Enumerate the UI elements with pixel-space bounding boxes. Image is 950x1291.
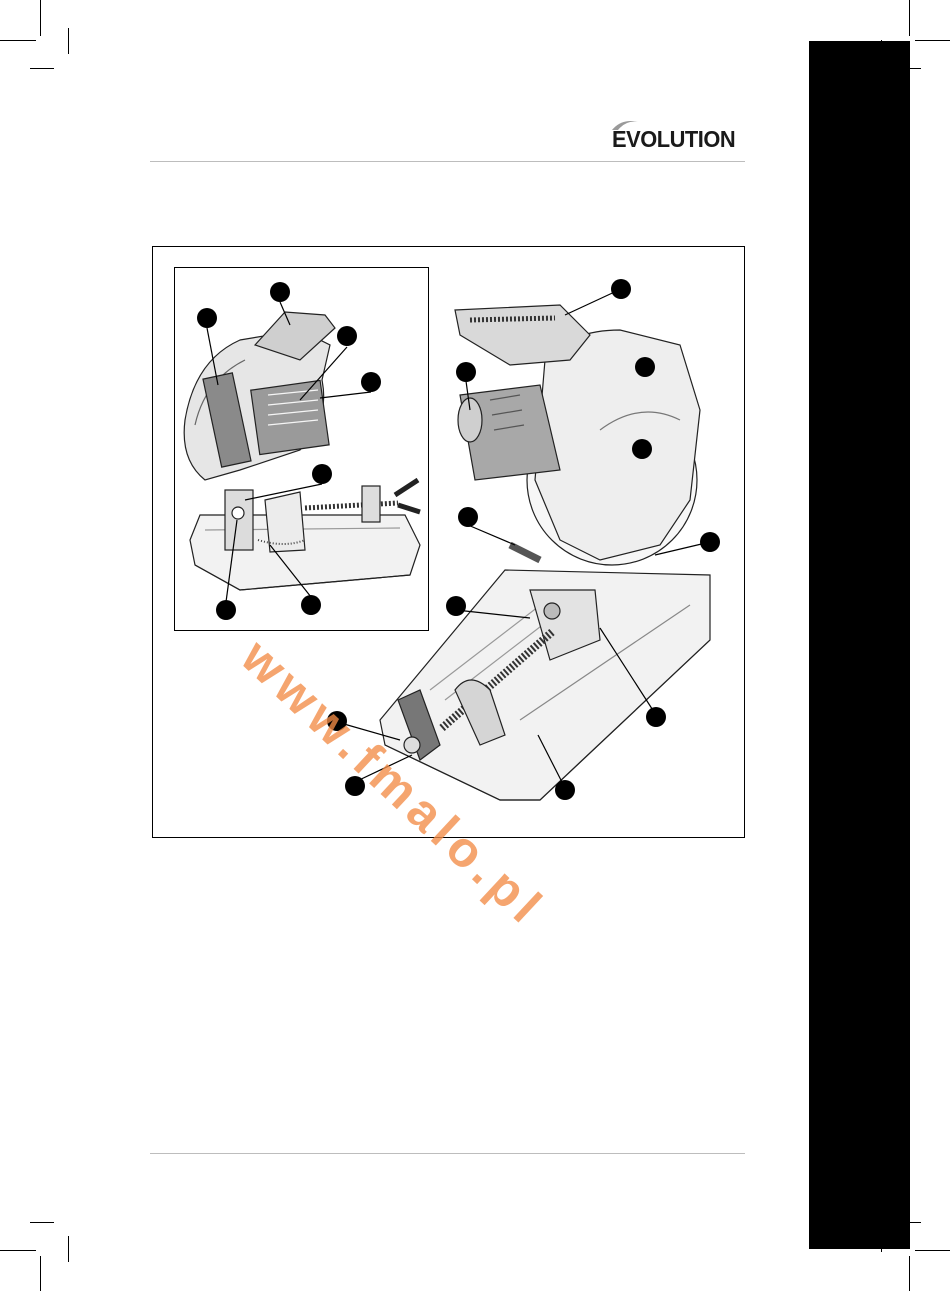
callout-marker [458,507,478,527]
callout-marker [361,372,381,392]
callout-marker [456,362,476,382]
callout-marker [216,600,236,620]
callout-marker [635,357,655,377]
inset-saw-illustration [184,312,420,590]
callout-marker [700,532,720,552]
callout-marker [446,596,466,616]
callout-marker [555,780,575,800]
callout-marker [337,326,357,346]
callout-marker [301,595,321,615]
callout-marker [197,308,217,328]
callout-marker [646,707,666,727]
callout-marker [632,439,652,459]
callout-marker [312,464,332,484]
callout-marker [611,279,631,299]
callout-marker [270,282,290,302]
